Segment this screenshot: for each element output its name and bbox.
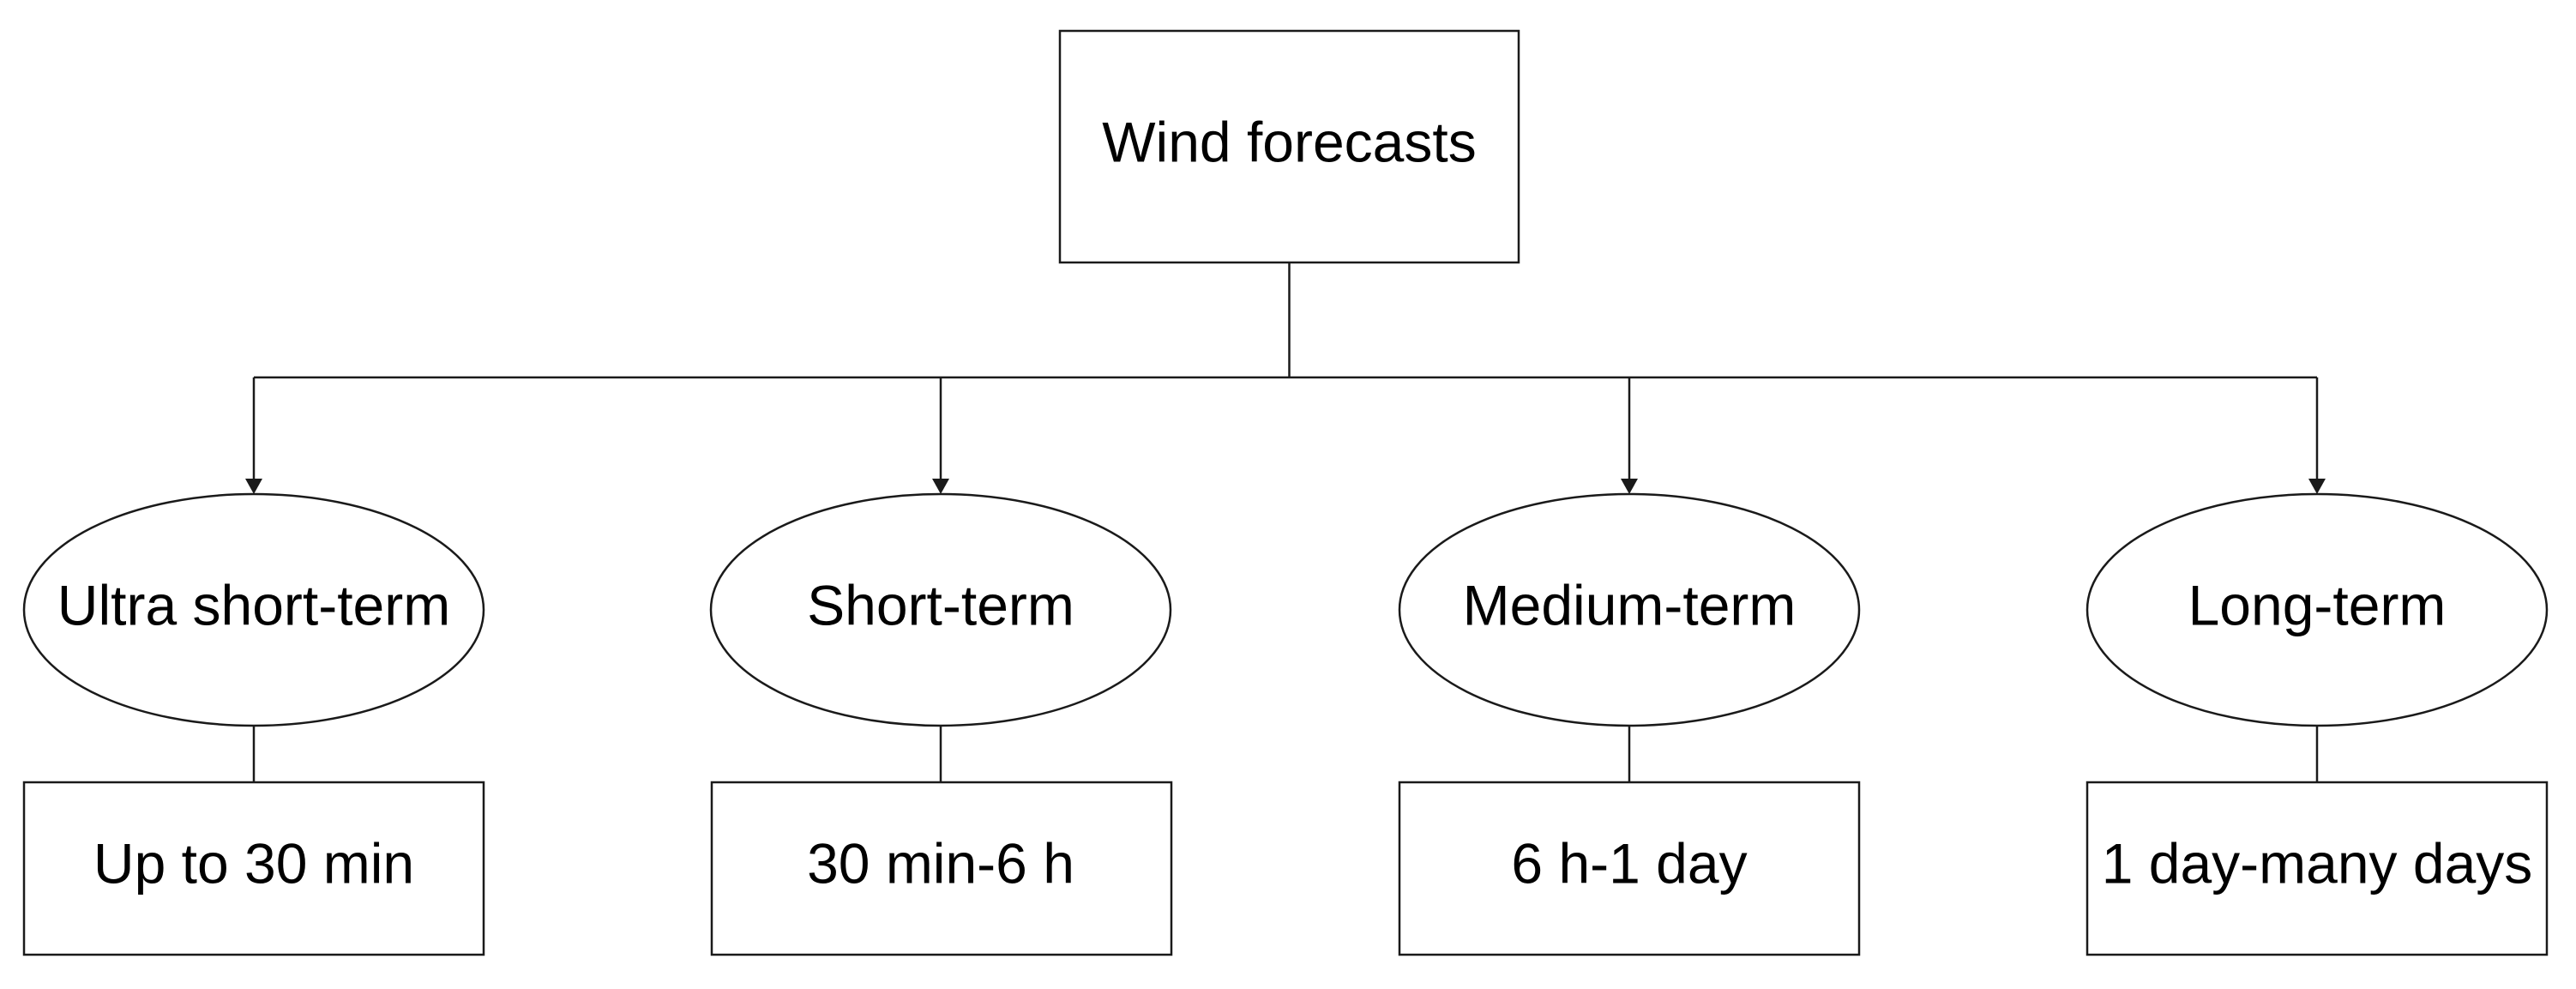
category-label: Medium-term: [1463, 573, 1797, 636]
category-ellipse: [2085, 492, 2549, 727]
arrow-medium-term: [1621, 479, 1638, 494]
category-long-term: Long-term 1 day-many days: [2085, 492, 2549, 956]
root-box: [1058, 29, 1520, 264]
horizon-label: 1 day-many days: [2102, 831, 2533, 895]
root-label: Wind forecasts: [1102, 110, 1476, 173]
arrow-short-term: [932, 479, 949, 494]
arrow-long-term: [2308, 479, 2326, 494]
category-ultra-short-term: Ultra short-term Up to 30 min: [22, 492, 485, 956]
horizon-box: [2085, 781, 2549, 956]
horizon-label: Up to 30 min: [93, 831, 414, 895]
category-label: Long-term: [2188, 573, 2447, 636]
root-node: Wind forecasts: [1058, 29, 1520, 264]
arrow-ultra-short-term: [245, 479, 262, 494]
category-label: Short-term: [807, 573, 1074, 636]
category-label: Ultra short-term: [57, 573, 450, 636]
category-ellipse: [22, 492, 485, 727]
horizon-label: 30 min-6 h: [807, 831, 1074, 895]
category-medium-term: Medium-term 6 h-1 day: [1398, 492, 1861, 956]
horizon-box: [710, 781, 1173, 956]
connectors: [245, 262, 2326, 782]
horizon-box: [22, 781, 485, 956]
horizon-label: 6 h-1 day: [1511, 831, 1747, 895]
category-short-term: Short-term 30 min-6 h: [709, 492, 1173, 956]
horizon-box: [1398, 781, 1861, 956]
category-ellipse: [709, 492, 1172, 727]
category-ellipse: [1398, 492, 1861, 727]
